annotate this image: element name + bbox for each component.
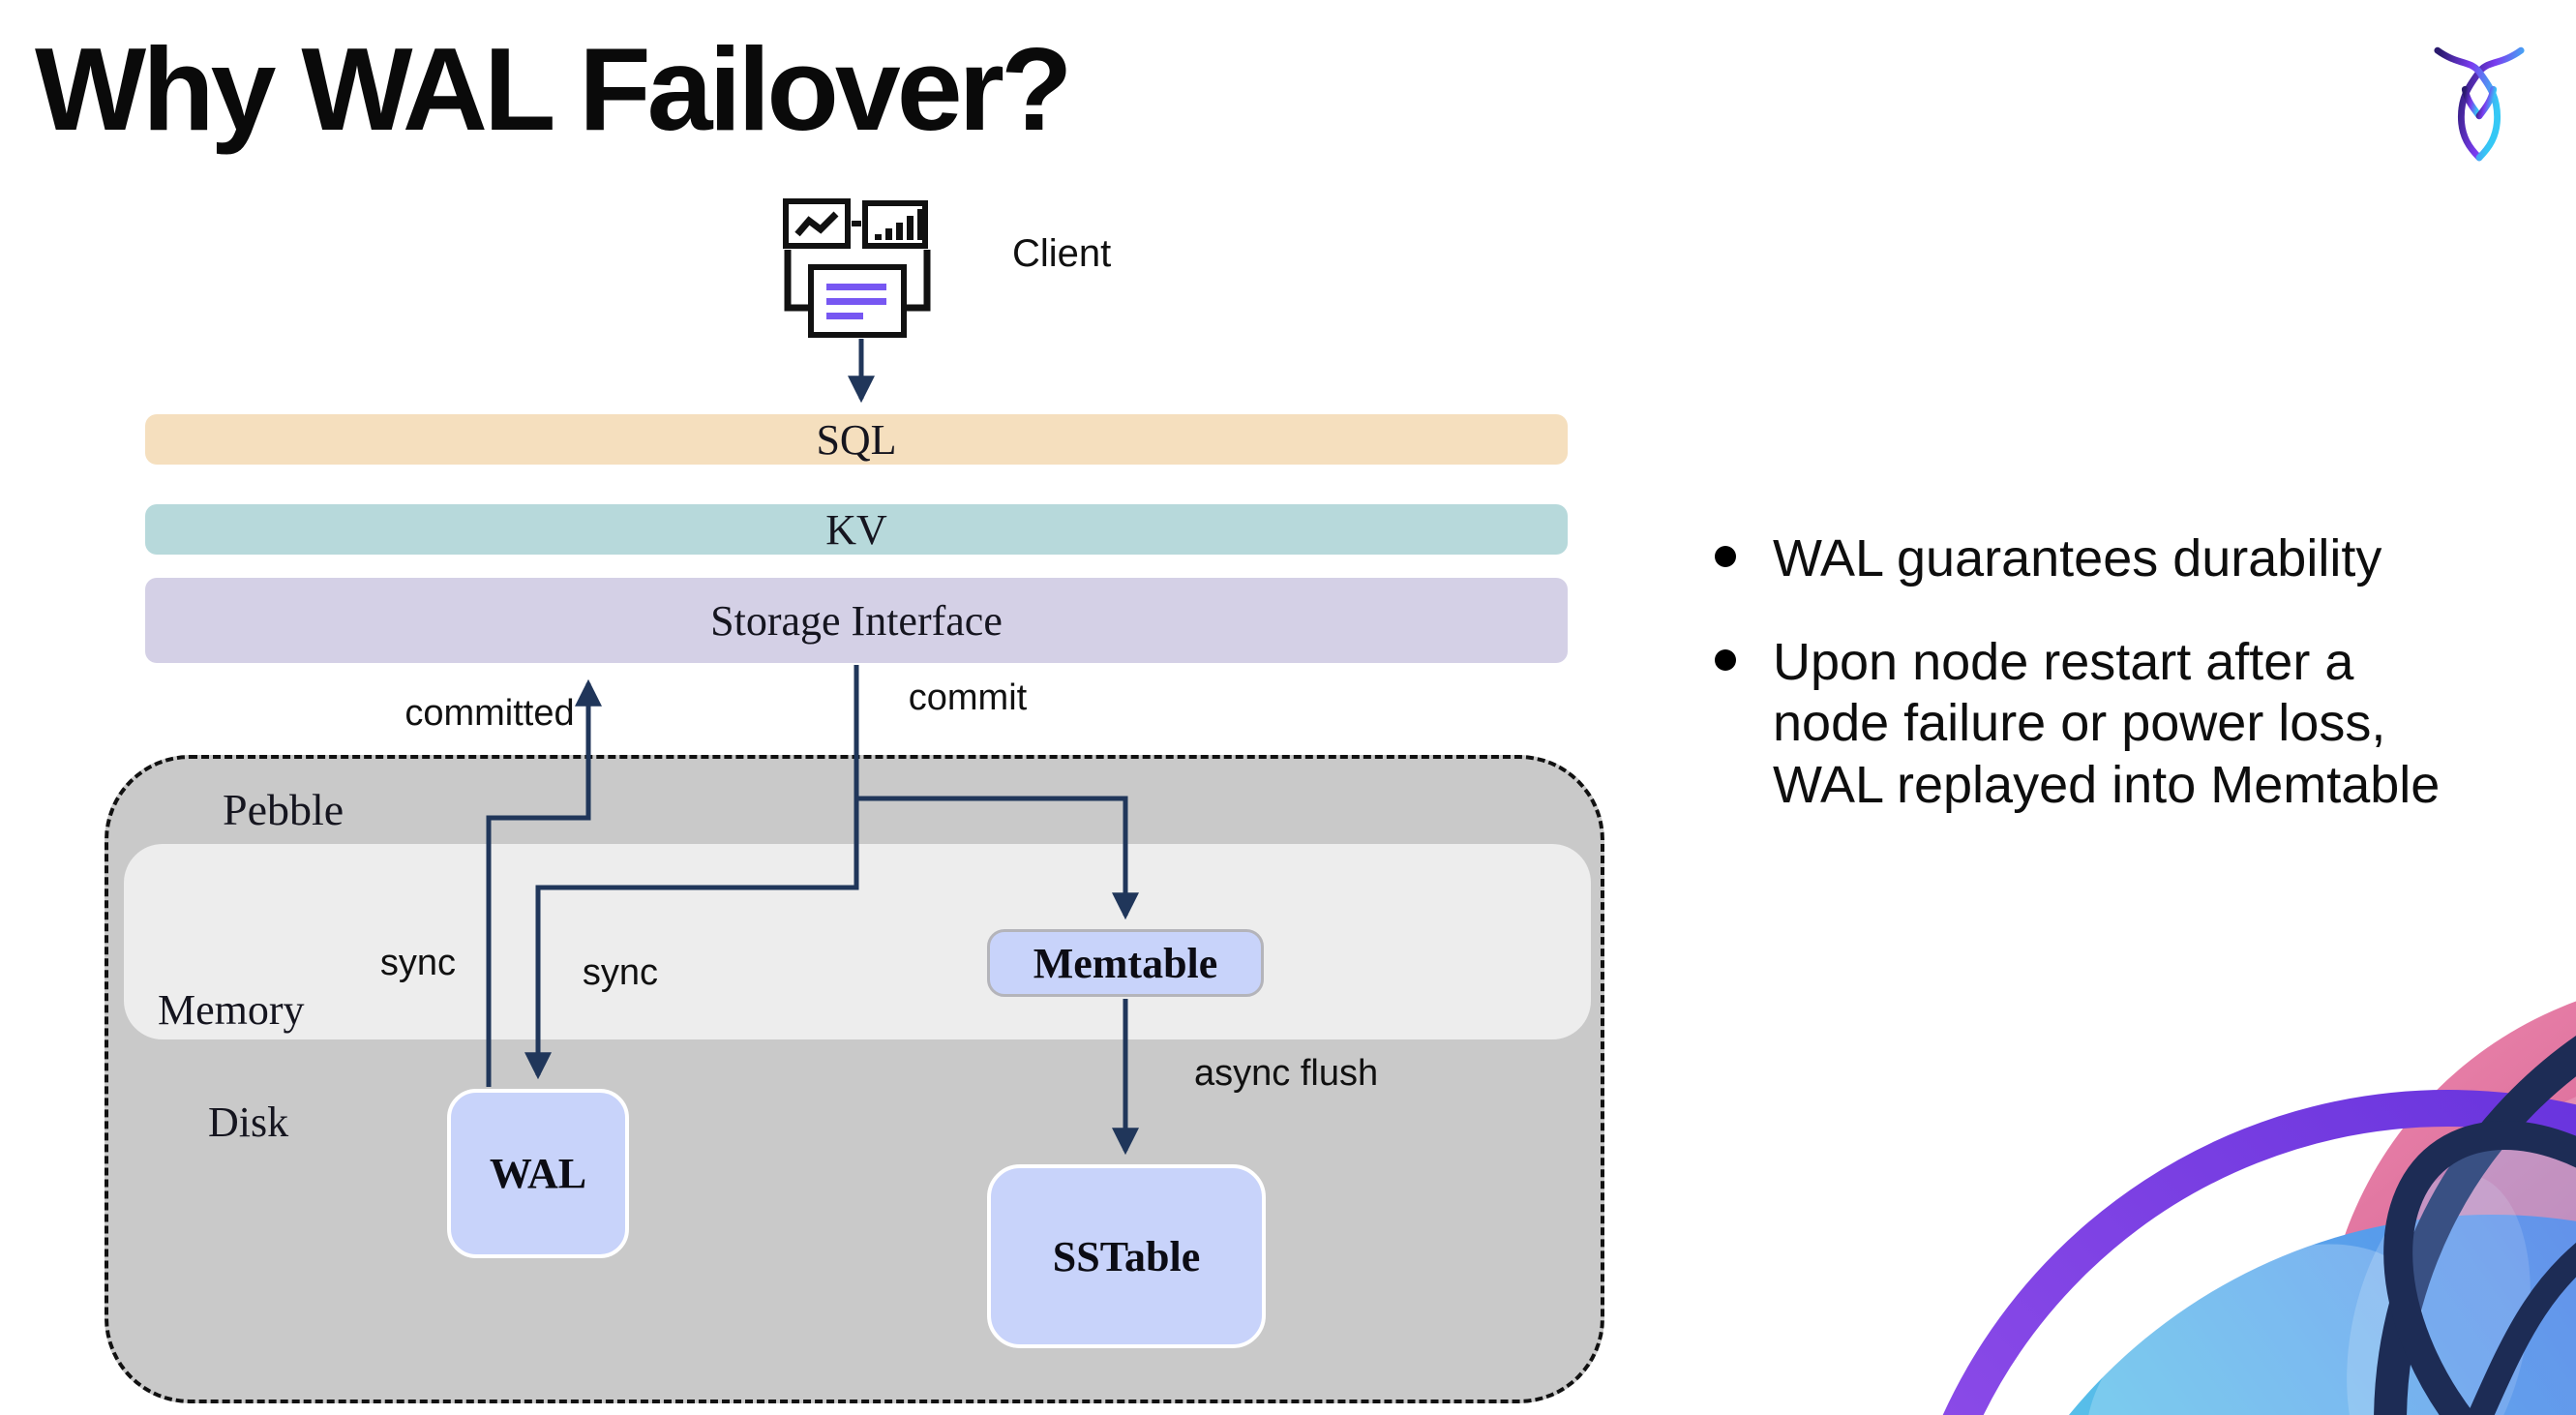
memory-label: Memory	[158, 986, 305, 1034]
layer-bar-kv: KV	[145, 504, 1568, 555]
client-icon	[783, 198, 931, 338]
bullet-text: WAL guarantees durability	[1773, 529, 2382, 587]
sstable-label: SSTable	[1052, 1232, 1201, 1280]
bullet-icon	[1715, 546, 1736, 567]
list-item: WAL guarantees durability	[1715, 528, 2489, 589]
committed-label: committed	[404, 693, 575, 734]
layer-bar-storage-interface: Storage Interface	[145, 578, 1568, 663]
sync-commit-label: sync	[582, 952, 659, 993]
commit-label: commit	[908, 677, 1028, 718]
async-flush-label: async flush	[1194, 1053, 1379, 1094]
line-chart-icon	[783, 198, 851, 249]
layer-label-kv: KV	[825, 505, 887, 554]
bullet-icon	[1715, 649, 1736, 672]
cockroachdb-logo-icon	[2434, 46, 2525, 162]
pebble-label: Pebble	[223, 785, 344, 834]
bar-chart-icon	[862, 200, 928, 249]
memtable-label: Memtable	[1033, 939, 1218, 987]
document-text-lines	[826, 284, 886, 319]
layer-label-storage-interface: Storage Interface	[710, 596, 1003, 645]
client-label: Client	[1012, 232, 1112, 275]
corner-brand-artwork	[1942, 1001, 2576, 1415]
layer-bar-sql: SQL	[145, 414, 1568, 465]
wal-label: WAL	[489, 1150, 587, 1197]
sstable-node: SSTable	[987, 1164, 1266, 1348]
layer-label-sql: SQL	[816, 415, 897, 464]
list-item: Upon node restart after a node failure o…	[1715, 632, 2489, 816]
memory-band	[124, 844, 1591, 1039]
disk-label: Disk	[208, 1099, 289, 1146]
sync-wal-label: sync	[379, 943, 457, 983]
wal-node: WAL	[447, 1089, 629, 1258]
memtable-node: Memtable	[987, 929, 1264, 997]
bullet-text: Upon node restart after a node failure o…	[1773, 633, 2441, 814]
bullet-list: WAL guarantees durability Upon node rest…	[1715, 528, 2489, 816]
page-title: Why WAL Failover?	[35, 23, 1073, 155]
